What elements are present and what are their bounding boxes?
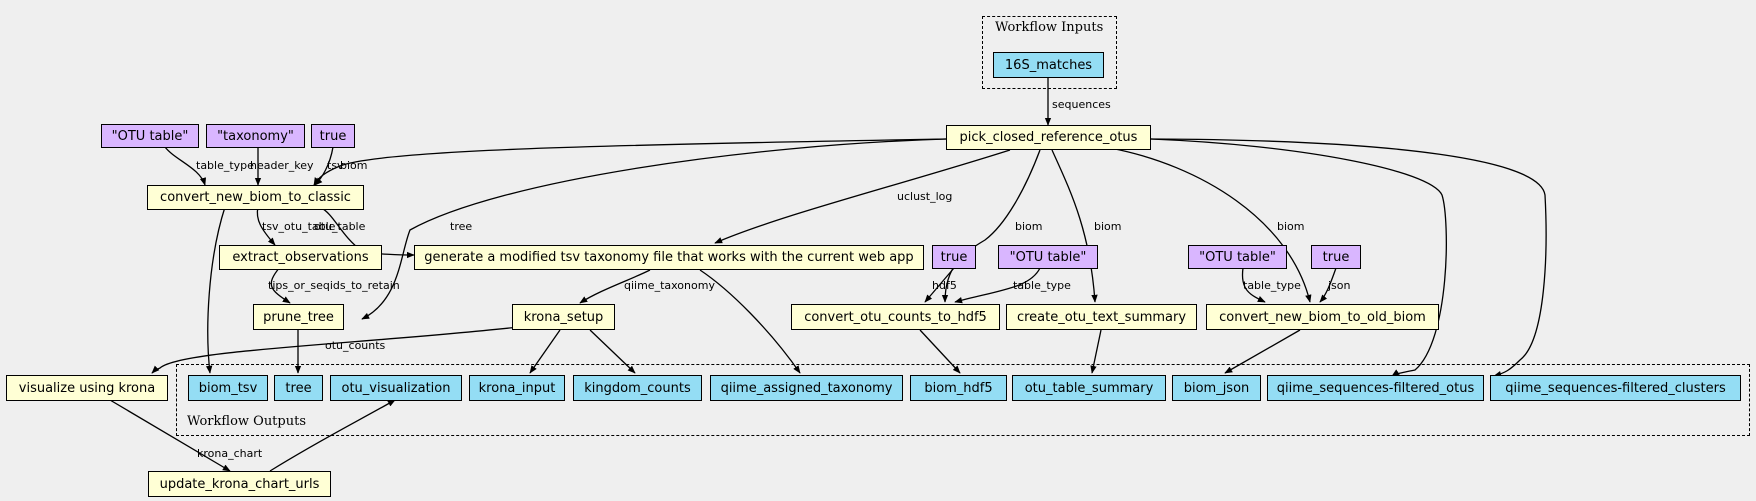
workflow-inputs-label: Workflow Inputs — [995, 20, 1104, 35]
edge-label-uclust-log: uclust_log — [897, 190, 952, 203]
workflow-outputs-cluster: Workflow Outputs — [176, 364, 1750, 436]
param-otu-table-1[interactable]: "OTU table" — [101, 124, 199, 148]
edge-label-hdf5: hdf5 — [932, 279, 957, 292]
step-convert-new-biom-to-old-biom[interactable]: convert_new_biom_to_old_biom — [1206, 304, 1439, 330]
edge-extract-to-prune — [270, 266, 291, 304]
step-extract-observations[interactable]: extract_observations — [219, 245, 382, 270]
edge-label-header-key: header_key — [250, 159, 314, 172]
output-qiime-assigned-taxonomy[interactable]: qiime_assigned_taxonomy — [710, 375, 903, 401]
edge-pick-to-old-biom — [1109, 147, 1312, 303]
workflow-inputs-cluster: Workflow Inputs — [982, 16, 1117, 89]
edge-pick-to-filtered-clusters — [1150, 138, 1547, 378]
edge-classic-to-extract — [256, 206, 276, 246]
edge-label-table-type-1: table_type — [196, 159, 254, 172]
param-taxonomy[interactable]: "taxonomy" — [206, 124, 305, 148]
edge-label-biom-3: biom — [1094, 220, 1121, 233]
edge-otu-table-to-convert-classic — [164, 146, 207, 186]
edge-update-to-otu-vis — [269, 399, 396, 472]
step-pick-closed-reference-otus[interactable]: pick_closed_reference_otus — [946, 125, 1151, 150]
param-true-3[interactable]: true — [1311, 245, 1361, 269]
edge-generate-to-krona-setup — [579, 269, 651, 304]
edge-label-biom-4: biom — [1277, 220, 1304, 233]
output-otu-visualization[interactable]: otu_visualization — [330, 375, 462, 401]
edge-label-tips: tips_or_seqids_to_retain — [268, 279, 400, 292]
edge-pick-to-prune — [361, 138, 947, 320]
output-biom-tsv[interactable]: biom_tsv — [188, 375, 268, 401]
output-kingdom-counts[interactable]: kingdom_counts — [573, 375, 702, 401]
edge-label-tsv: tsv — [327, 159, 344, 172]
edge-label-table-type-2: table_type — [1013, 279, 1071, 292]
edge-krona-setup-to-visualize — [151, 326, 520, 374]
edge-label-qiime-taxonomy: qiime_taxonomy — [624, 279, 715, 292]
edge-classic-to-biom-tsv — [205, 206, 226, 374]
edge-pick-to-filtered-otus — [1150, 138, 1447, 377]
edge-label-biom-2: biom — [1015, 220, 1042, 233]
step-prune-tree[interactable]: prune_tree — [253, 304, 344, 330]
edge-true3-to-old-biom — [1319, 267, 1337, 303]
edge-otutable3-to-old-biom — [1241, 267, 1266, 303]
step-generate-tsv-taxonomy[interactable]: generate a modified tsv taxonomy file th… — [414, 245, 924, 270]
edge-label-krona-chart: krona_chart — [197, 447, 263, 460]
edge-pick-to-hdf5 — [941, 149, 1041, 303]
edge-visualize-to-update — [109, 399, 231, 472]
input-16s-matches[interactable]: 16S_matches — [993, 52, 1104, 78]
edge-label-json: json — [1327, 279, 1351, 292]
step-convert-otu-counts-to-hdf5[interactable]: convert_otu_counts_to_hdf5 — [791, 304, 1000, 330]
step-create-otu-text-summary[interactable]: create_otu_text_summary — [1006, 304, 1197, 330]
output-otu-table-summary[interactable]: otu_table_summary — [1012, 375, 1166, 401]
param-otu-table-2[interactable]: "OTU table" — [998, 245, 1098, 269]
workflow-outputs-label: Workflow Outputs — [187, 414, 306, 429]
param-true-1[interactable]: true — [311, 124, 355, 148]
output-qiime-sequences-filtered-clusters[interactable]: qiime_sequences-filtered_clusters — [1490, 375, 1741, 401]
output-biom-json[interactable]: biom_json — [1172, 375, 1261, 401]
step-visualize-using-krona[interactable]: visualize using krona — [6, 375, 168, 401]
output-qiime-sequences-filtered-otus[interactable]: qiime_sequences-filtered_otus — [1267, 375, 1484, 401]
edge-label-sequences: sequences — [1052, 98, 1111, 111]
edge-text-summary-to-otu-summary — [1090, 329, 1102, 374]
output-tree[interactable]: tree — [274, 375, 323, 401]
edge-label-otu-counts: otu_counts — [325, 339, 386, 352]
step-update-krona-chart-urls[interactable]: update_krona_chart_urls — [148, 471, 331, 497]
edge-label-tsv-otu-table: tsv_otu_table — [262, 220, 336, 233]
edge-label-tree: tree — [450, 220, 472, 233]
step-convert-new-biom-to-classic[interactable]: convert_new_biom_to_classic — [147, 185, 364, 210]
edge-krona-setup-to-krona-input — [529, 329, 561, 374]
edge-generate-to-qiime-tax — [699, 269, 801, 374]
output-krona-input[interactable]: krona_input — [469, 375, 565, 401]
edge-hdf5-to-biom-hdf5 — [919, 329, 961, 374]
edge-pick-to-generate — [714, 149, 1011, 244]
edge-otutable2-to-hdf5 — [954, 267, 1041, 304]
output-biom-hdf5[interactable]: biom_hdf5 — [910, 375, 1007, 401]
edge-old-biom-to-biom-json — [1224, 329, 1301, 374]
param-true-2[interactable]: true — [932, 245, 976, 269]
edge-true-to-convert-classic — [314, 146, 334, 186]
edge-label-table-type-3: table_type — [1243, 279, 1301, 292]
param-otu-table-3[interactable]: "OTU table" — [1188, 245, 1287, 269]
edge-krona-setup-to-kingdom — [589, 329, 636, 374]
edge-pick-to-text-summary — [1051, 149, 1098, 303]
edge-label-otu-table: otu_table — [314, 220, 366, 233]
edge-pick-to-convert-classic — [313, 138, 947, 186]
edge-label-biom-1: biom — [340, 159, 367, 172]
step-krona-setup[interactable]: krona_setup — [512, 304, 615, 330]
edge-true2-to-hdf5 — [924, 267, 955, 303]
